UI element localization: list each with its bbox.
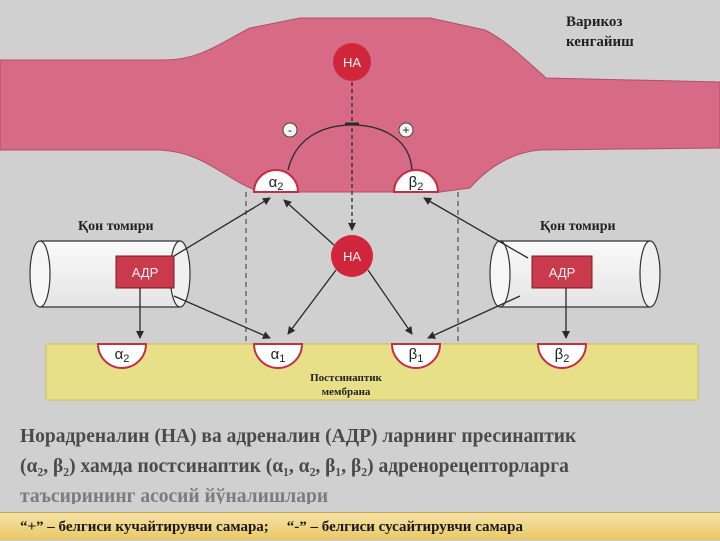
- presynaptic-alpha2-receptor: α2: [252, 169, 300, 193]
- ne-label: НА: [343, 55, 361, 70]
- arrow-vessel-right-to-post-beta1: [427, 295, 521, 339]
- arrow-vessel-left-to-pre-alpha2: [173, 197, 271, 257]
- receptor-subscript: 2: [563, 353, 569, 365]
- postsynaptic-membrane: [45, 343, 699, 401]
- feedback-arc: [287, 124, 413, 171]
- arrow-vessel-left-to-post-alpha1: [173, 295, 271, 339]
- adr-label: АДР: [132, 265, 159, 280]
- svg-text:β2: β2: [409, 174, 424, 193]
- arrow-ne-to-post-beta1: [367, 269, 413, 335]
- arrow-ne-to-pre-alpha2: [283, 199, 335, 246]
- receptor-symbol: α: [115, 346, 124, 363]
- adr-box-left: АДР: [115, 255, 175, 289]
- minus-sign: -: [288, 123, 292, 137]
- presynaptic-beta2-receptor: β2: [392, 169, 440, 193]
- receptor-symbol: β: [409, 346, 418, 363]
- receptor-symbol: β: [555, 346, 564, 363]
- receptor-symbol: α: [269, 174, 278, 191]
- caption-line-1: Норадреналин (НА) ва адреналин (АДР) лар…: [20, 426, 577, 447]
- adr-label: АДР: [549, 265, 576, 280]
- receptor-symbol: α: [271, 346, 280, 363]
- caption-line-3: таъсирининг асосий йўналишлари: [20, 486, 329, 504]
- ne-circle-top: НА: [333, 43, 371, 81]
- adr-box-right: АДР: [531, 255, 593, 289]
- varicosity-shape: [0, 17, 720, 193]
- vessel-label-right: Қон томири: [540, 219, 616, 234]
- plus-sign: +: [402, 123, 409, 137]
- postsynaptic-beta2-receptor: β2: [536, 343, 588, 369]
- receptor-subscript: 2: [277, 181, 283, 193]
- arrow-ne-to-post-alpha1: [287, 269, 337, 335]
- caption-line-2: (α₂, β₂) хамда постсинаптик (α₁, α₂, β₁,…: [20, 456, 569, 477]
- postsynaptic-alpha2-receptor: α2: [96, 343, 148, 369]
- postsynaptic-alpha1-receptor: α1: [252, 343, 304, 369]
- arrow-vessel-right-to-pre-beta2: [423, 197, 529, 259]
- vessel-label-left: Қон томири: [78, 219, 154, 234]
- receptor-subscript: 2: [123, 353, 129, 365]
- varicosity-label-line2: кенгайиш: [566, 34, 634, 50]
- svg-text:α2: α2: [115, 346, 130, 365]
- membrane-label-line2: мембрана: [322, 386, 371, 398]
- minus-sign-badge: [282, 122, 298, 138]
- svg-text:α2: α2: [269, 174, 284, 193]
- receptor-subscript: 1: [279, 353, 285, 365]
- svg-text:β2: β2: [555, 346, 570, 365]
- receptor-subscript: 1: [417, 353, 423, 365]
- plus-sign-badge: [398, 122, 414, 138]
- ne-label: НА: [343, 249, 361, 264]
- legend-plus: “+” – белгиси кучайтирувчи самара;: [20, 519, 269, 535]
- membrane-label-line1: Постсинаптик: [310, 372, 382, 384]
- postsynaptic-beta1-receptor: β1: [390, 343, 442, 369]
- legend-minus: “-” – белгиси сусайтирувчи самара: [286, 519, 523, 535]
- varicosity-label-line1: Варикоз: [566, 14, 622, 30]
- receptor-symbol: β: [409, 174, 418, 191]
- svg-text:α1: α1: [271, 346, 286, 365]
- receptor-subscript: 2: [417, 181, 423, 193]
- svg-text:β1: β1: [409, 346, 424, 365]
- ne-circle-middle: НА: [331, 235, 373, 277]
- figure-caption: Норадреналин (НА) ва адреналин (АДР) лар…: [20, 422, 710, 504]
- legend-bar: “+” – белгиси кучайтирувчи самара; “-” – …: [0, 512, 720, 540]
